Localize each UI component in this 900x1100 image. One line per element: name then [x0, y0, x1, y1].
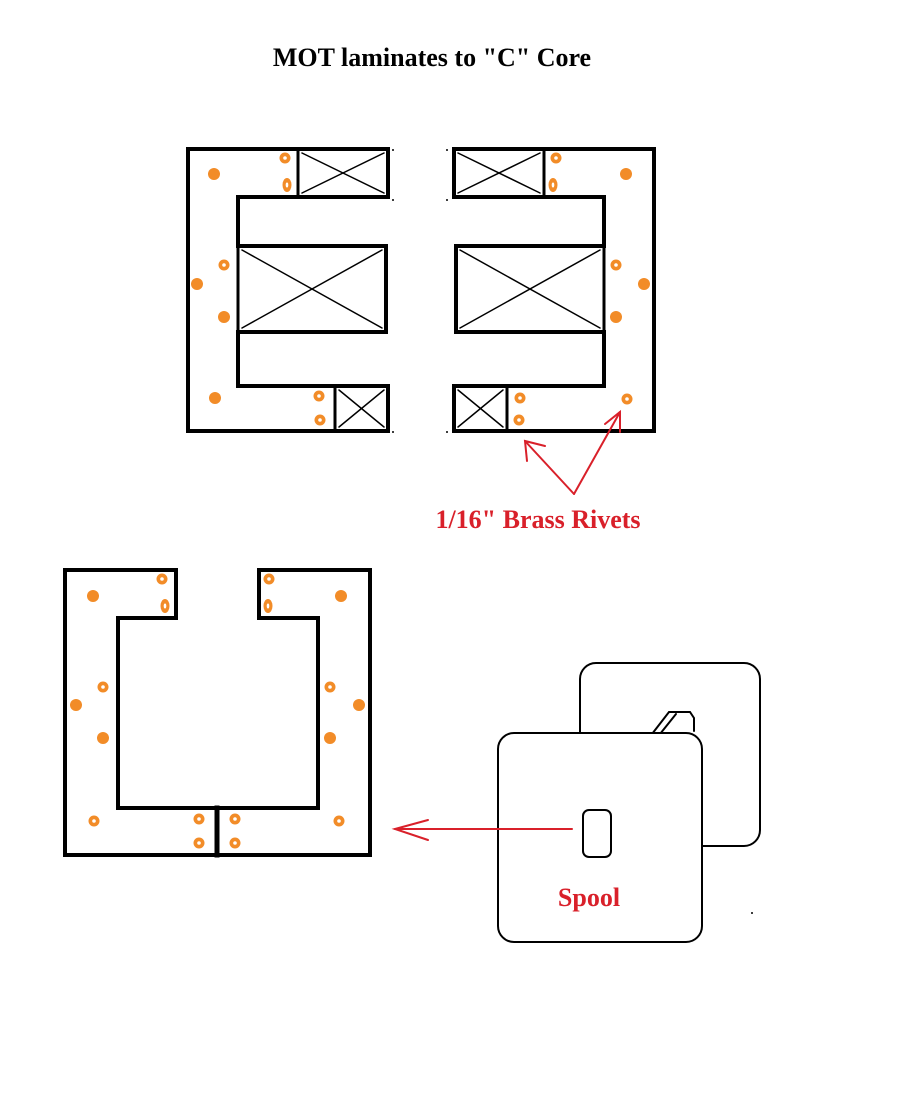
winding-cross-line	[459, 249, 601, 329]
diagram-title: MOT laminates to "C" Core	[273, 43, 591, 72]
winding-box	[452, 147, 546, 199]
rivet-dot-icon	[313, 390, 325, 402]
rivet-dot-icon	[193, 813, 205, 825]
winding-box	[454, 244, 606, 334]
winding-cross-line	[338, 389, 385, 428]
rivet-dot-icon	[335, 590, 347, 602]
winding-cross-line	[241, 249, 383, 329]
rivet-dot-icon	[160, 599, 170, 613]
rivet-dot-icon	[209, 392, 221, 404]
stray-marks	[392, 149, 753, 914]
spool-core-window	[582, 809, 612, 858]
right-top-winding	[452, 147, 546, 199]
rivet-dot-icon	[218, 311, 230, 323]
spool-label: Spool	[558, 883, 620, 912]
rivet-dot-icon	[610, 259, 622, 271]
rivet-dot-icon	[191, 278, 203, 290]
c-core-outline	[63, 568, 372, 857]
winding-cross-line	[457, 152, 541, 194]
rivet-callout: 1/16" Brass Rivets	[435, 409, 641, 534]
right-center-winding	[454, 244, 606, 334]
rivet-dot-icon	[97, 681, 109, 693]
stray-dot	[392, 199, 394, 201]
stray-dot	[751, 912, 753, 914]
arrow-icon	[573, 411, 621, 495]
left-bottom-winding	[333, 384, 390, 433]
rivet-dot-icon	[193, 837, 205, 849]
rivet-dot-icon	[88, 815, 100, 827]
stray-dot	[392, 149, 394, 151]
rivet-dot-icon	[620, 168, 632, 180]
rivet-dot-icon	[156, 573, 168, 585]
winding-box	[452, 384, 509, 433]
left-center-winding	[236, 244, 388, 334]
left-top-winding	[296, 147, 390, 199]
stray-dot	[446, 431, 448, 433]
rivet-dot-icon	[514, 392, 526, 404]
rivet-dot-icon	[324, 732, 336, 744]
spool-arrow	[391, 819, 573, 841]
stray-dot	[392, 431, 394, 433]
c-core-assembly	[63, 568, 372, 858]
left-e-lamination	[186, 147, 390, 433]
rivet-dot-icon	[548, 178, 558, 192]
spool-back-window	[651, 711, 695, 735]
winding-cross-line	[301, 152, 385, 194]
rivets-top-laminations	[191, 152, 650, 426]
rivet-dot-icon	[208, 168, 220, 180]
spool-group: Spool	[497, 662, 761, 943]
winding-box	[296, 147, 390, 199]
rivets-c-core	[70, 573, 365, 849]
rivet-dot-icon	[314, 414, 326, 426]
rivet-dot-icon	[263, 599, 273, 613]
rivet-dot-icon	[638, 278, 650, 290]
rivet-dot-icon	[513, 414, 525, 426]
rivet-dot-icon	[279, 152, 291, 164]
rivet-dot-icon	[70, 699, 82, 711]
spool-front-flange	[497, 732, 703, 943]
rivet-dot-icon	[263, 573, 275, 585]
winding-cross-line	[457, 389, 504, 428]
rivet-dot-icon	[97, 732, 109, 744]
arrow-icon	[523, 439, 546, 462]
rivets-label: 1/16" Brass Rivets	[435, 505, 640, 534]
rivet-dot-icon	[229, 837, 241, 849]
right-e-lamination	[452, 147, 656, 433]
rivet-dot-icon	[282, 178, 292, 192]
rivet-dot-icon	[218, 259, 230, 271]
arrow-icon	[391, 819, 429, 841]
winding-box	[333, 384, 390, 433]
rivet-dot-icon	[621, 393, 633, 405]
stray-dot	[446, 199, 448, 201]
rivet-dot-icon	[550, 152, 562, 164]
spool-back-window	[659, 713, 677, 735]
rivet-dot-icon	[324, 681, 336, 693]
rivet-dot-icon	[229, 813, 241, 825]
arrow-icon	[604, 409, 621, 433]
winding-box	[236, 244, 388, 334]
stray-dot	[446, 149, 448, 151]
rivet-dot-icon	[333, 815, 345, 827]
right-bottom-winding	[452, 384, 509, 433]
rivet-dot-icon	[353, 699, 365, 711]
arrow-icon	[524, 440, 575, 495]
rivet-dot-icon	[610, 311, 622, 323]
rivet-dot-icon	[87, 590, 99, 602]
